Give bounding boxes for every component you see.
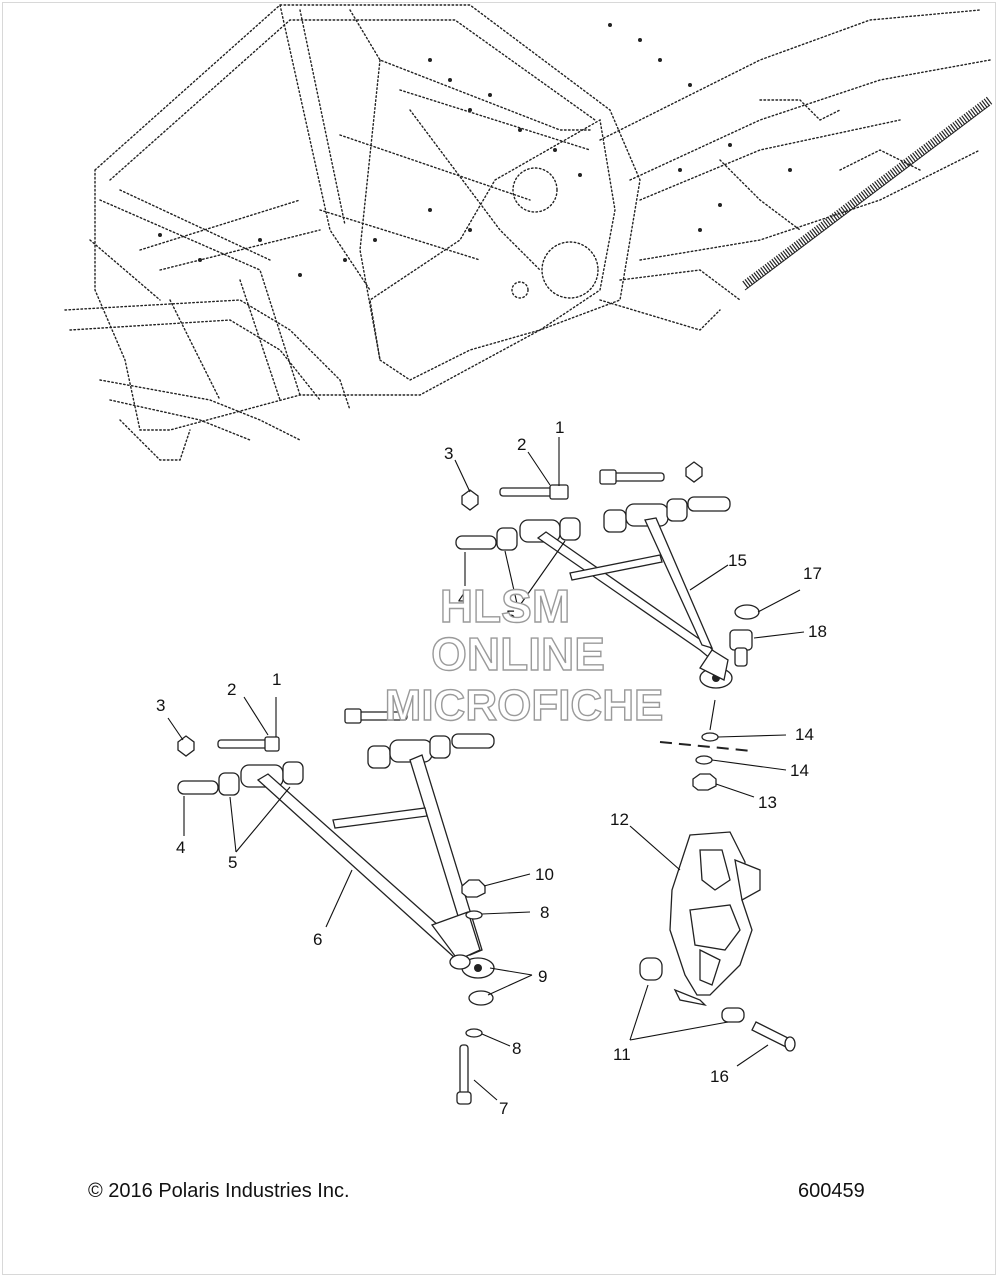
leader-lines: [167, 437, 805, 1101]
upper-arm-bolt: [499, 484, 569, 500]
lower-a-arm-assembly: [177, 708, 495, 1105]
callout-16: 16: [710, 1067, 729, 1086]
callout-5-upper: 5: [506, 607, 515, 626]
callout-5-lower: 5: [228, 853, 237, 872]
callout-14-lower: 14: [790, 761, 809, 780]
nut: [461, 461, 703, 511]
watermark: HLSM ONLINE MICROFICHE: [384, 579, 664, 730]
callout-2-lower: 2: [227, 680, 236, 699]
spindle-assembly: [639, 831, 796, 1052]
callout-labels: 1 2 3 4 5 15 17 18 14 14 13 1 2 3 4 5 6 …: [156, 418, 827, 1118]
figure-number: 600459: [798, 1180, 865, 1202]
callout-4-lower: 4: [176, 838, 185, 857]
callout-3-lower: 3: [156, 696, 165, 715]
callout-13: 13: [758, 793, 777, 812]
upper-a-arm-assembly: [455, 461, 760, 791]
callout-6: 6: [313, 930, 322, 949]
callout-10: 10: [535, 865, 554, 884]
copyright-text: © 2016 Polaris Industries Inc.: [88, 1180, 350, 1202]
callout-1-upper: 1: [555, 418, 564, 437]
callout-18: 18: [808, 622, 827, 641]
callout-1-lower: 1: [272, 670, 281, 689]
callout-11: 11: [613, 1045, 631, 1064]
callout-12: 12: [610, 810, 629, 829]
callout-8-upper: 8: [540, 903, 549, 922]
callout-9: 9: [538, 967, 547, 986]
callout-2-upper: 2: [517, 435, 526, 454]
watermark-line-1: HLSM: [440, 580, 570, 632]
callout-15: 15: [728, 551, 747, 570]
callout-14-upper: 14: [795, 725, 814, 744]
callout-17: 17: [803, 564, 822, 583]
callout-7: 7: [499, 1099, 508, 1118]
chassis-frame-drawing: [64, 4, 993, 461]
callout-8-lower: 8: [512, 1039, 521, 1058]
watermark-line-2: ONLINE: [431, 628, 605, 680]
upper-arm-bolt-rear: [599, 469, 665, 485]
callout-3-upper: 3: [444, 444, 453, 463]
watermark-line-3: MICROFICHE: [385, 681, 664, 730]
callout-4-upper: 4: [458, 589, 467, 608]
